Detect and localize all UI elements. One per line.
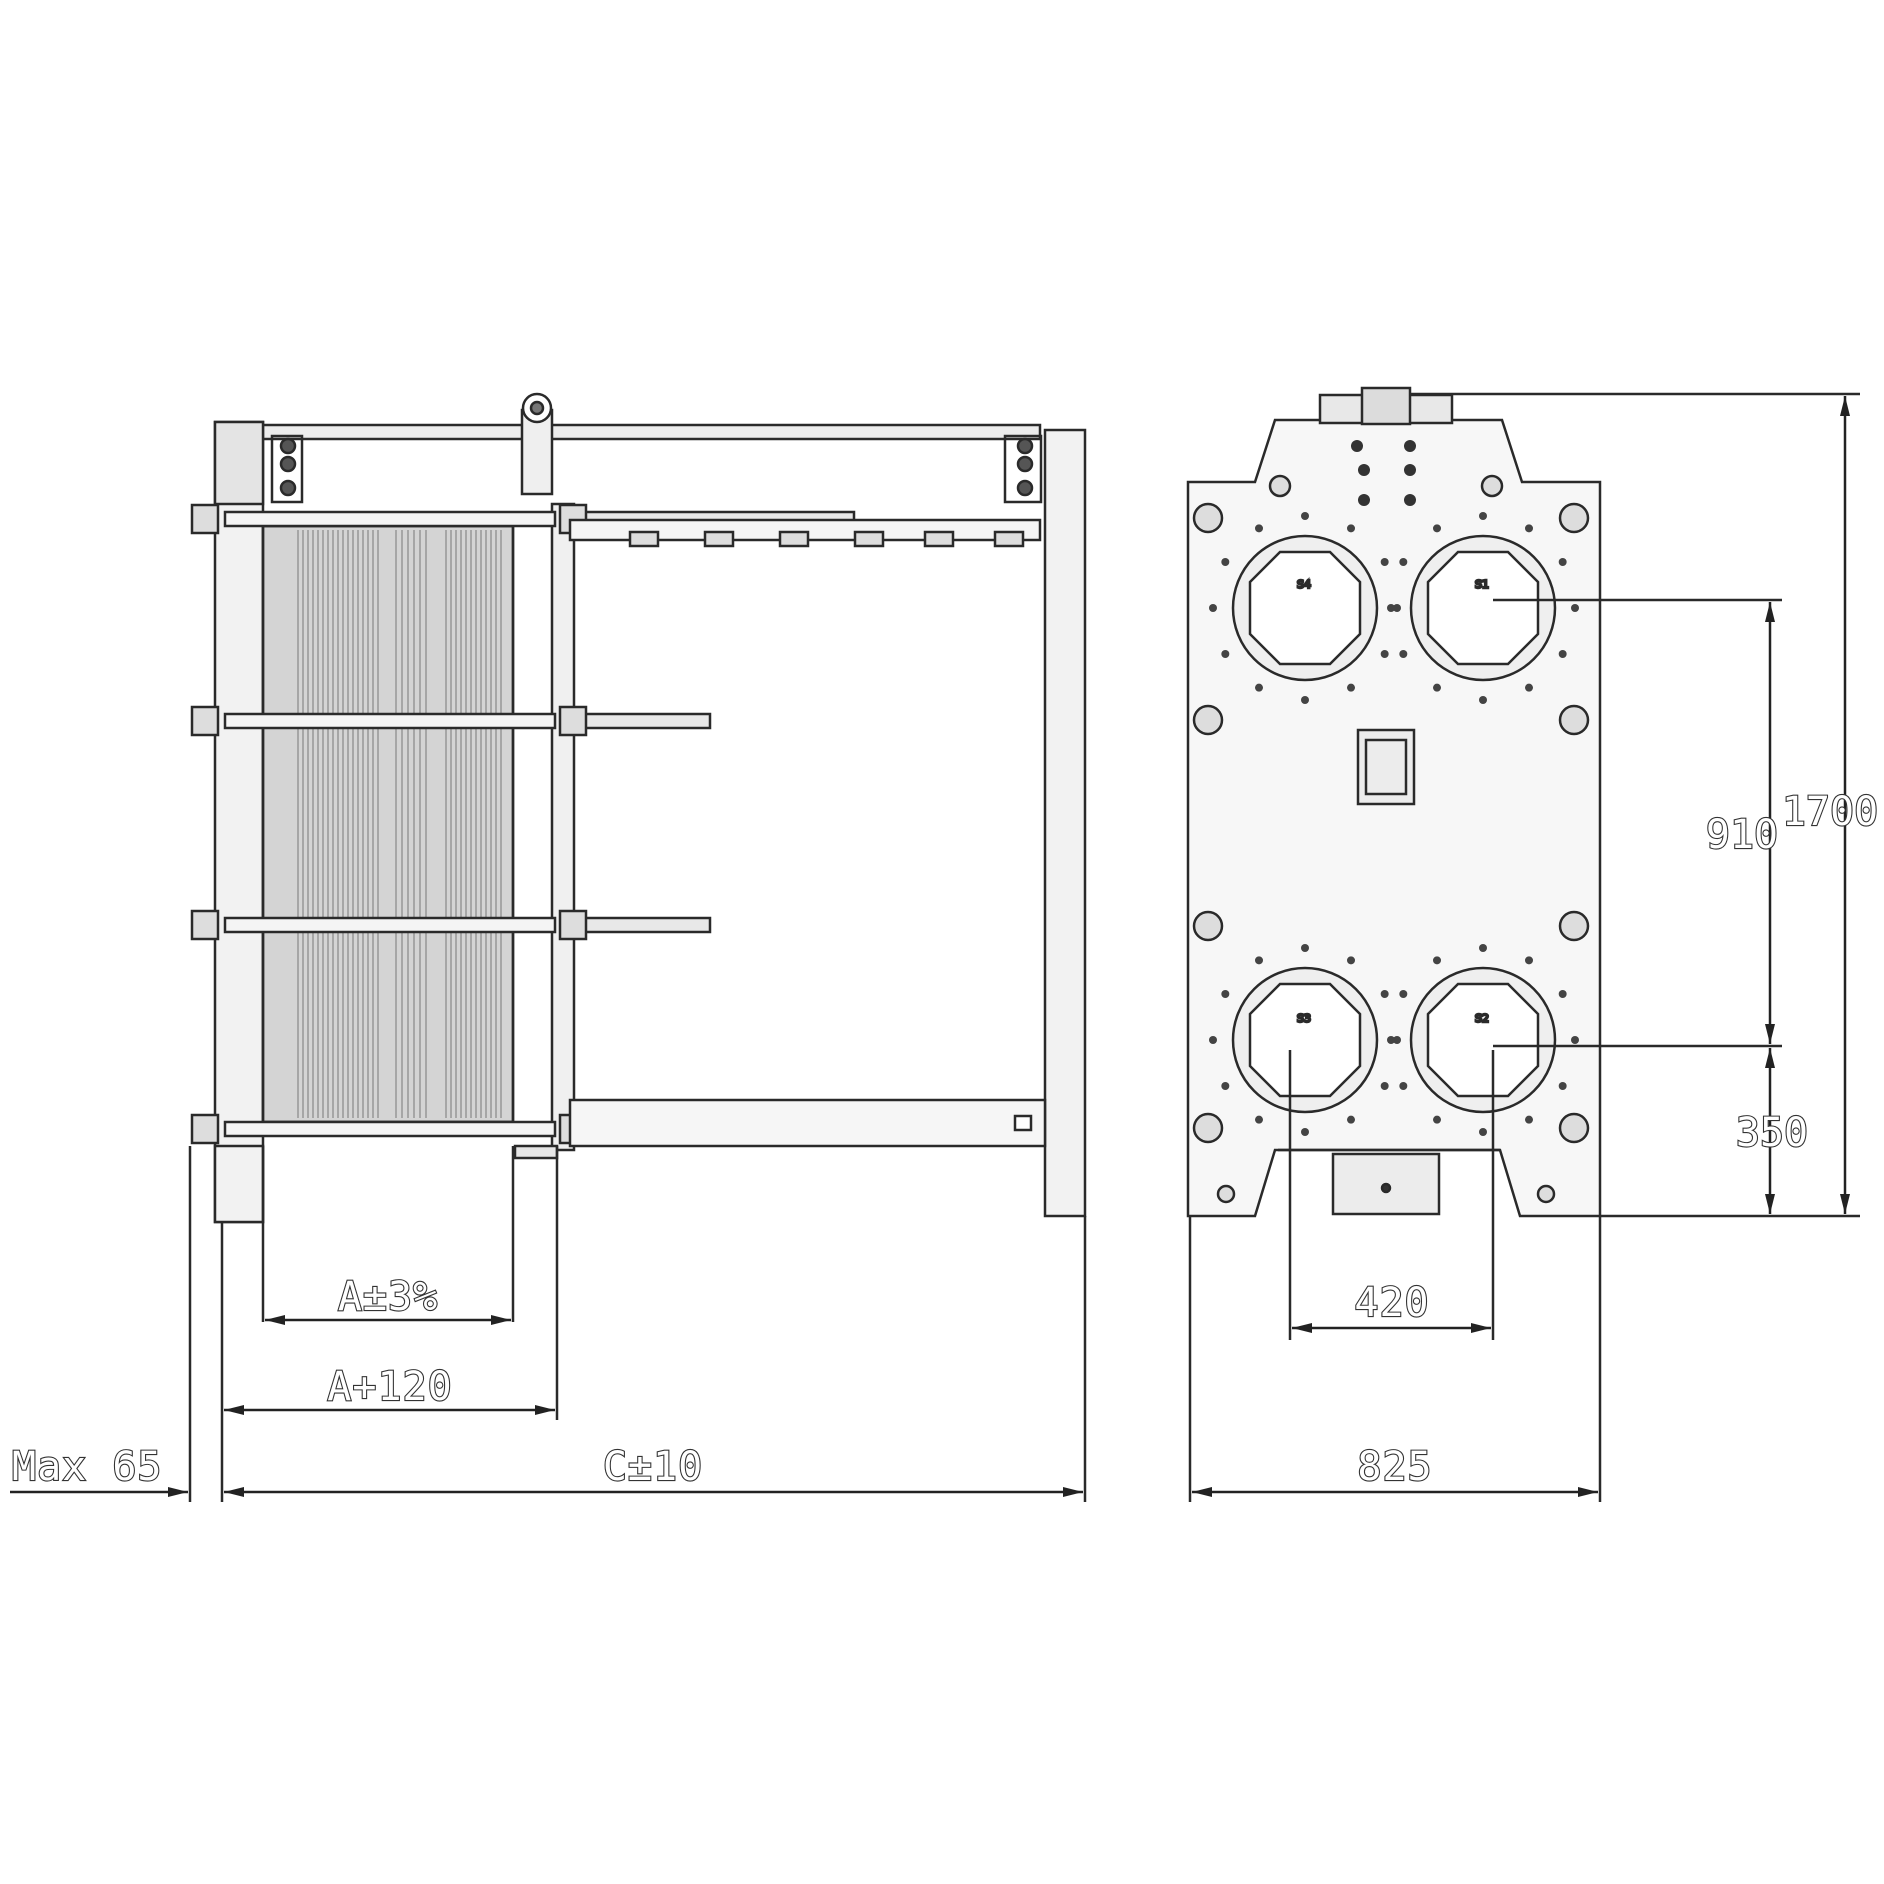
port-label-top-left: S4 (1297, 578, 1311, 591)
top-carrying-bar (218, 423, 1042, 441)
port-stud (1209, 1036, 1217, 1044)
dim-plate-width: 825 (1357, 1444, 1432, 1490)
port-stud (1479, 1128, 1487, 1136)
port-stud (1221, 650, 1230, 658)
name-plate (1356, 728, 1416, 806)
port-stud (1479, 512, 1487, 520)
port-stud (1347, 956, 1355, 965)
port-stud (1479, 944, 1487, 952)
port-stud (1399, 558, 1408, 566)
port-stud (1399, 990, 1408, 998)
port-stud (1558, 990, 1567, 998)
port-stud (1387, 1036, 1395, 1044)
port-stud (1558, 1082, 1567, 1090)
port-stud (1433, 1115, 1441, 1124)
dimension-texts: A±3% A+120 Max 65 C±10 420 825 910 1700 … (11, 788, 1879, 1491)
port-stud (1347, 1115, 1355, 1124)
side-view (188, 392, 1087, 1502)
port-stud (1301, 944, 1309, 952)
fixed-frame-plate (213, 420, 265, 1224)
port-stud (1399, 1082, 1408, 1090)
port-stud (1525, 1115, 1533, 1124)
dim-max-overhang: Max 65 (12, 1444, 163, 1490)
port-stud (1347, 683, 1355, 692)
bottom-guide-bar (568, 1098, 1047, 1148)
port-stud (1558, 558, 1567, 566)
port-stud (1479, 696, 1487, 704)
port-stud (1380, 650, 1389, 658)
port-stud (1221, 558, 1230, 566)
pressure-plate (550, 502, 576, 1152)
port-stud (1380, 1082, 1389, 1090)
port-stud (1525, 683, 1533, 692)
port-top-left: S4 (1231, 534, 1379, 682)
dim-c-tolerance: C±10 (603, 1444, 703, 1490)
port-stud (1387, 604, 1395, 612)
dimension-lines (10, 396, 1850, 1497)
port-stud (1525, 956, 1533, 965)
port-stud (1255, 683, 1263, 692)
port-stud (1393, 1036, 1401, 1044)
port-label-top-right: S1 (1475, 578, 1489, 591)
port-stud (1433, 524, 1441, 533)
port-stud (1301, 1128, 1309, 1136)
port-stud (1221, 1082, 1230, 1090)
dim-bottom-port-height: 350 (1736, 1110, 1808, 1156)
port-stud (1255, 956, 1263, 965)
port-stud (1209, 604, 1217, 612)
port-stud (1571, 1036, 1579, 1044)
bolt-hangers (568, 518, 1042, 548)
port-stud (1558, 650, 1567, 658)
dim-port-horizontal: 420 (1354, 1280, 1429, 1326)
port-stud (1433, 683, 1441, 692)
port-top-right: S1 (1409, 534, 1557, 682)
support-column (1043, 428, 1087, 1218)
port-stud (1380, 558, 1389, 566)
port-stud (1255, 1115, 1263, 1124)
port-bottom-right: S2 (1409, 966, 1557, 1114)
frame-plate-outline (1186, 418, 1602, 1218)
port-label-bottom-left: S3 (1297, 1012, 1311, 1025)
port-stud (1399, 650, 1408, 658)
port-stud (1525, 524, 1533, 533)
port-stud (1301, 696, 1309, 704)
dim-port-vertical: 910 (1706, 812, 1778, 858)
port-stud (1221, 990, 1230, 998)
port-stud (1433, 956, 1441, 965)
port-stud (1255, 524, 1263, 533)
port-stud (1380, 990, 1389, 998)
front-view: S4 S1 S3 S2 (1186, 386, 1860, 1502)
port-stud (1571, 604, 1579, 612)
port-label-bottom-right: S2 (1475, 1012, 1489, 1025)
port-stud (1347, 524, 1355, 533)
edge-bolts (1192, 474, 1590, 1204)
dim-a-plus: A+120 (327, 1364, 452, 1410)
port-bottom-left: S3 (1231, 966, 1379, 1114)
lifting-lug (520, 408, 554, 496)
dim-a-tolerance: A±3% (338, 1274, 438, 1320)
dim-overall-height: 1700 (1782, 789, 1878, 835)
port-stud (1301, 512, 1309, 520)
port-stud (1393, 604, 1401, 612)
